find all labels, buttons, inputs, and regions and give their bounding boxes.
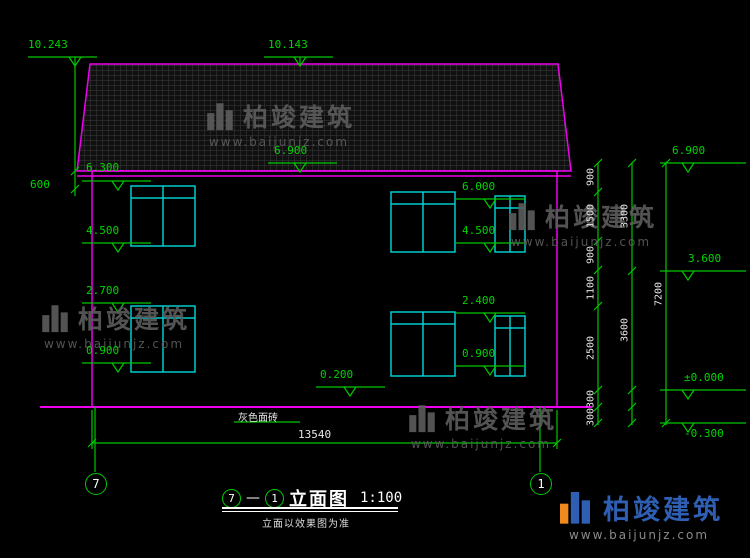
- elev-porch: 0.200: [320, 368, 354, 381]
- drawing-title: 7 — 1 立面图 1:100: [222, 485, 402, 511]
- dim-segment: 2500: [585, 335, 597, 361]
- elev-zero: ±0.000: [684, 371, 724, 384]
- window-lower-middle: [390, 311, 456, 377]
- title-underline: [222, 507, 398, 509]
- dim-segment: 900: [585, 167, 597, 187]
- dim-segment: 900: [585, 245, 597, 265]
- dim-total-width: 13540: [298, 428, 332, 441]
- dim-segment-outer: 3300: [619, 203, 631, 229]
- window-lower-left: [130, 305, 196, 373]
- footer-brand-text: 柏竣建筑: [603, 494, 723, 526]
- windows: [130, 185, 526, 377]
- material-label: 灰色面砖: [238, 413, 278, 424]
- elev-left-peak: 10.243: [28, 38, 68, 51]
- dim-segment: 1500: [585, 203, 597, 229]
- dim-segment: 300: [585, 407, 597, 427]
- axis-bubble-1: 1: [530, 473, 552, 495]
- dim-segment-outer: 3600: [619, 317, 631, 343]
- elev-win-head-lower-right: 2.400: [462, 294, 496, 307]
- dim-total-height: 7200: [653, 281, 665, 307]
- elev-win-sill-upper-right: 4.500: [462, 224, 496, 237]
- elev-eave-center: 6.900: [274, 144, 308, 157]
- dimension-chain-right: [593, 158, 671, 428]
- dimension-bottom: [87, 407, 562, 472]
- window-upper-left: [130, 185, 196, 247]
- title-underline-thin: [222, 511, 398, 512]
- elev-below-grade: -0.300: [684, 427, 724, 440]
- elev-floor2: 3.600: [688, 252, 722, 265]
- elev-win-head-left: 6.300: [86, 161, 120, 174]
- elev-win-sill-upper-left: 4.500: [86, 224, 120, 237]
- dim-left-offset: 600: [30, 178, 50, 191]
- title-dash: —: [246, 490, 260, 506]
- title-axis-left: 7: [222, 488, 241, 508]
- elev-eave-right: 6.900: [672, 144, 706, 157]
- elev-roof-peak: 10.143: [268, 38, 308, 51]
- title-name: 立面图: [289, 489, 349, 510]
- title-scale: 1:100: [360, 490, 403, 506]
- level-markers: [28, 56, 746, 434]
- window-upper-middle: [390, 191, 456, 253]
- footer-brand-logo: 柏竣建筑 www.baijunjz.com: [555, 487, 723, 542]
- elev-win-sill-lower-left: 0.900: [86, 344, 120, 357]
- brand-logo-icon: [555, 487, 595, 527]
- window-lower-right: [494, 315, 526, 377]
- window-upper-right: [494, 195, 526, 253]
- title-note: 立面以效果图为准: [262, 519, 350, 530]
- footer-url: www.baijunjz.com: [568, 528, 710, 542]
- title-axis-right: 1: [265, 488, 284, 508]
- dim-segment: 300: [585, 389, 597, 409]
- dim-segment: 1100: [585, 275, 597, 301]
- axis-bubble-7: 7: [85, 473, 107, 495]
- elev-win-head-right: 6.000: [462, 180, 496, 193]
- elev-win-sill-lower-right: 0.900: [462, 347, 496, 360]
- elev-win-head-lower-left: 2.700: [86, 284, 120, 297]
- roof: [76, 63, 572, 177]
- building-outline: [40, 170, 592, 408]
